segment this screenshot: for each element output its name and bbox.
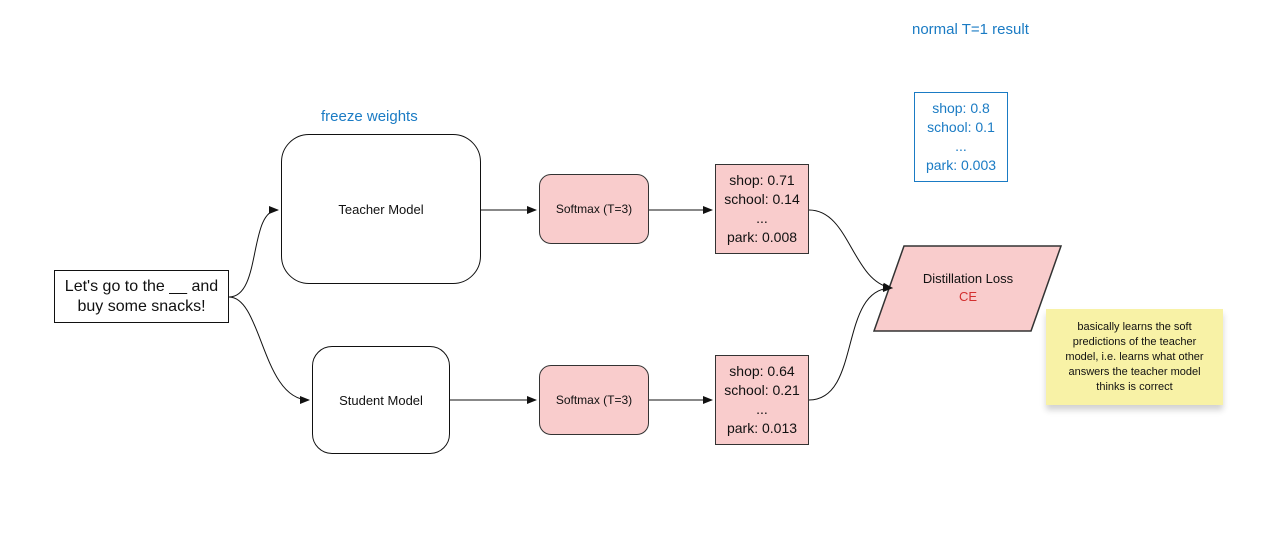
- arrow-input-to-student: [228, 296, 310, 404]
- distillation-loss-shape: [872, 245, 1063, 332]
- softmax-teacher-label: Softmax (T=3): [555, 202, 633, 216]
- student-model-label: Student Model: [339, 392, 423, 408]
- distillation-loss-text: Distillation Loss CE: [912, 266, 1024, 310]
- student-model-box: Student Model: [312, 346, 450, 454]
- input-sentence-box: Let's go to the __ and buy some snacks!: [54, 270, 229, 323]
- arrow-student-probs-to-loss: [808, 284, 893, 401]
- sticky-note: basically learns the soft predictions of…: [1046, 309, 1223, 405]
- normal-probabilities-box: shop: 0.8 school: 0.1 ... park: 0.003: [914, 92, 1008, 182]
- softmax-student-box: Softmax (T=3): [539, 365, 649, 435]
- freeze-weights-label: freeze weights: [321, 108, 418, 125]
- input-line-1: Let's go to the __ and: [64, 277, 219, 295]
- distillation-loss-ce: CE: [958, 289, 978, 304]
- softmax-teacher-box: Softmax (T=3): [539, 174, 649, 244]
- arrow-input-to-teacher: [228, 206, 279, 298]
- student-prob-park: park: 0.013: [726, 420, 798, 436]
- normal-prob-shop: shop: 0.8: [932, 100, 990, 116]
- teacher-prob-shop: shop: 0.71: [729, 172, 795, 188]
- student-prob-ellipsis: ...: [756, 401, 768, 417]
- normal-prob-park: park: 0.003: [925, 157, 997, 173]
- arrow-teacher-probs-to-loss: [808, 209, 893, 291]
- teacher-prob-ellipsis: ...: [756, 210, 768, 226]
- normal-prob-ellipsis: ...: [955, 138, 967, 154]
- teacher-prob-park: park: 0.008: [726, 229, 798, 245]
- normal-prob-school: school: 0.1: [927, 119, 995, 135]
- teacher-model-box: Teacher Model: [281, 134, 481, 284]
- distillation-loss-title: Distillation Loss: [922, 271, 1014, 286]
- input-line-2: buy some snacks!: [77, 297, 206, 315]
- sticky-note-text: basically learns the soft predictions of…: [1065, 320, 1204, 393]
- teacher-prob-school: school: 0.14: [724, 191, 800, 207]
- student-prob-shop: shop: 0.64: [729, 363, 795, 379]
- teacher-model-label: Teacher Model: [338, 201, 424, 217]
- softmax-student-label: Softmax (T=3): [555, 393, 633, 407]
- student-prob-school: school: 0.21: [724, 382, 800, 398]
- teacher-probabilities-box: shop: 0.71 school: 0.14 ... park: 0.008: [715, 164, 809, 254]
- normal-result-title: normal T=1 result: [912, 21, 1029, 38]
- student-probabilities-box: shop: 0.64 school: 0.21 ... park: 0.013: [715, 355, 809, 445]
